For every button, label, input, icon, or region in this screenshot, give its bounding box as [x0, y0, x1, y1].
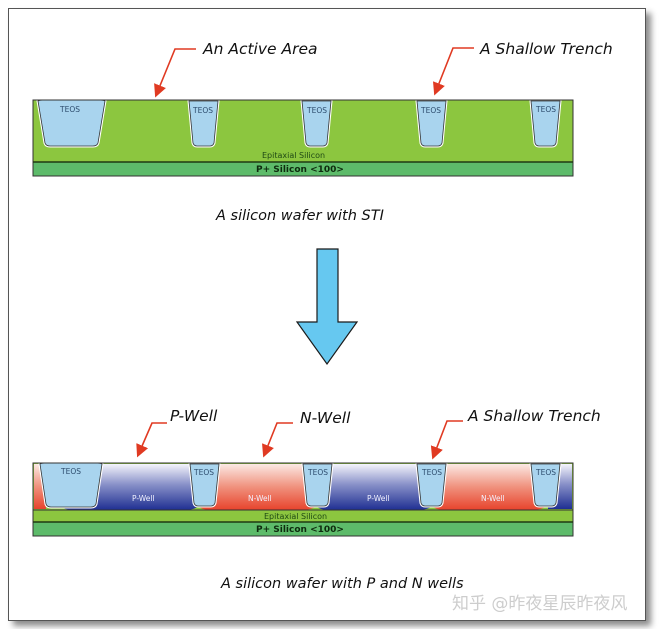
substrate-label: P+ Silicon <100>: [256, 525, 344, 535]
active-area-pointer-arrow-icon: [154, 48, 196, 98]
p-well-region: [316, 464, 434, 510]
shallow-trench-callout: A Shallow Trench: [467, 407, 601, 425]
teos-trench: [529, 99, 562, 148]
active-area-label: An Active Area: [202, 40, 318, 58]
n-well-pointer-arrow-icon: [262, 422, 293, 458]
teos-trench: [301, 462, 334, 508]
n-well-region: [432, 464, 548, 510]
shallow-trench-pointer-arrow-icon: [432, 47, 474, 96]
n-well-label: N-Well: [481, 494, 505, 503]
teos-label: TEOS: [306, 106, 327, 115]
teos-trench: [415, 462, 448, 508]
watermark-text: 知乎 @昨夜星辰昨夜风: [452, 594, 628, 614]
wells-caption: A silicon wafer with P and N wells: [220, 576, 464, 592]
n-well-region: [198, 464, 318, 510]
teos-label: TEOS: [59, 105, 80, 114]
teos-label: TEOS: [192, 106, 213, 115]
teos-trench: [529, 462, 562, 508]
teos-trench: [187, 99, 220, 148]
epitaxial-silicon-label: Epitaxial Silicon: [262, 151, 325, 160]
teos-label: TEOS: [60, 467, 81, 476]
teos-label: TEOS: [193, 468, 214, 477]
teos-label: TEOS: [421, 468, 442, 477]
teos-trench: [415, 99, 448, 148]
wafer-with-sti: TEOS TEOS TEOS TEOS TEOS Epitaxial Silic…: [32, 40, 613, 224]
p-well-label: P-Well: [132, 494, 155, 503]
teos-label: TEOS: [535, 105, 556, 114]
teos-trench: [300, 99, 333, 148]
p-well-pointer-arrow-icon: [136, 422, 167, 458]
teos-label: TEOS: [420, 106, 441, 115]
epitaxial-silicon-label: Epitaxial Silicon: [264, 512, 327, 521]
n-well-label: N-Well: [248, 494, 272, 503]
teos-label: TEOS: [307, 468, 328, 477]
p-well-callout: P-Well: [170, 407, 218, 425]
p-well-label: P-Well: [367, 494, 390, 503]
shallow-trench-label: A Shallow Trench: [479, 40, 613, 58]
teos-trench: [36, 98, 107, 148]
process-down-arrow-icon: [295, 248, 359, 366]
n-well-callout: N-Well: [300, 409, 351, 427]
teos-trench: [188, 462, 221, 508]
shallow-trench-pointer-arrow-icon: [430, 420, 463, 460]
sti-caption: A silicon wafer with STI: [215, 208, 384, 224]
substrate-label: P+ Silicon <100>: [256, 165, 344, 175]
wafer-with-wells: TEOS TEOS TEOS TEOS TEOS P-Well N-Well P…: [32, 407, 601, 592]
teos-label: TEOS: [535, 468, 556, 477]
